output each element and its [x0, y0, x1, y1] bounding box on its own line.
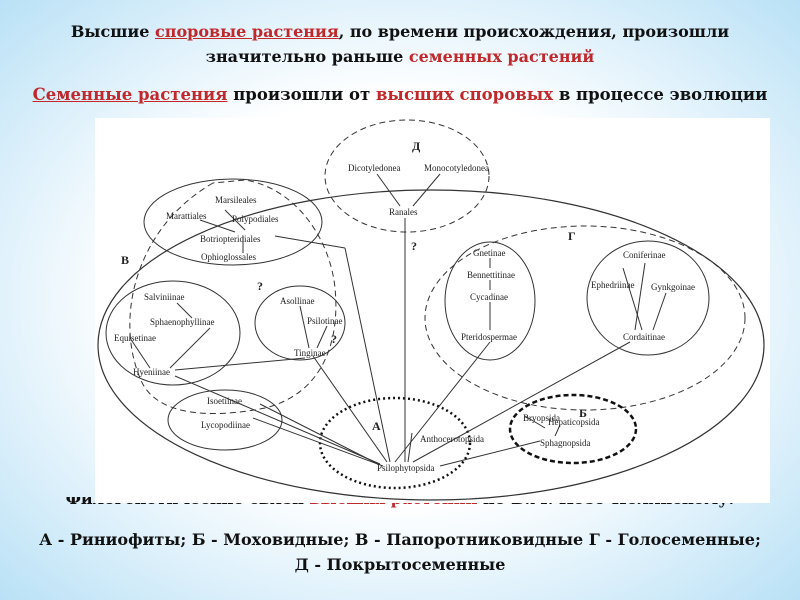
heading-text: произошли от [227, 85, 376, 104]
question-mark-1: ? [411, 239, 417, 253]
heading-text: в процессе эволюции [553, 85, 768, 104]
taxon-tinginae: Tinginae [294, 348, 326, 358]
taxon-salviniinae: Salviniinae [144, 292, 185, 302]
heading-text: , по времени происхождения, произошли [338, 22, 730, 41]
heading-highlight-spore-plants: споровые растения [155, 22, 339, 41]
ferns-ellipse [143, 178, 323, 266]
group-label-v: В [121, 253, 129, 267]
question-mark-3: ? [331, 332, 337, 346]
taxon-marattiales: Marattiales [166, 211, 207, 221]
taxon-cycadinae: Cycadinae [470, 292, 508, 302]
legend-line-2: Д - Покрытосеменные [294, 555, 506, 574]
taxon-sphaenophyllinae: Sphaenophyllinae [150, 317, 215, 327]
question-mark-2: ? [257, 279, 263, 293]
asollinae-ellipse [254, 285, 346, 361]
group-g-ellipse [424, 225, 746, 411]
horsetails-ellipse [105, 280, 241, 386]
heading-highlight-higher-spore: высших споровых [375, 85, 554, 104]
group-label-d: Д [412, 139, 421, 153]
taxon-sphagnopsida: Sphagnopsida [540, 438, 591, 448]
heading-line-3: Семенные растения произошли от высших сп… [0, 85, 800, 105]
gnetales-ellipse [444, 241, 536, 361]
taxon-ephedriinae: Ephedriinae [591, 280, 634, 290]
taxon-lycopodiinae: Lycopodiinae [201, 420, 250, 430]
taxon-pteridospermae: Pteridospermae [461, 332, 517, 342]
taxon-gynkgoinae: Gynkgoinae [651, 282, 695, 292]
taxon-asollinae: Asollinae [280, 296, 315, 306]
heading-highlight-seed-plants: Семенные растения [32, 85, 228, 104]
conifers-ellipse [586, 240, 710, 356]
legend-line-1: А - Риниофиты; Б - Моховидные; В - Папор… [39, 530, 761, 549]
taxon-monocotyledonea: Monocotyledonea [424, 163, 489, 173]
lycopod-ellipse [167, 389, 283, 451]
taxon-cordaitinae: Cordaitinae [623, 332, 665, 342]
group-label-g: Г [568, 229, 576, 243]
taxon-psilophytopsida: Psilophytopsida [377, 463, 435, 473]
taxon-dicotyledonea: Dicotyledonea [348, 163, 400, 173]
taxon-marsileales: Marsileales [215, 195, 257, 205]
group-b-ellipse [508, 393, 638, 465]
taxon-ranales: Ranales [389, 207, 418, 217]
heading-highlight-seed-plants: семенных растений [408, 47, 595, 66]
taxon-anthocerotopsida: Anthocerotopsida [420, 434, 484, 444]
taxon-ophioglossales: Ophioglossales [201, 252, 256, 262]
phylogeny-diagram: Д В Г А Б ? ? ? Dicotyledonea Monocotyle… [95, 118, 770, 503]
group-v-outline [129, 179, 337, 415]
group-d-ellipse [324, 119, 490, 233]
connection-lines [129, 173, 667, 467]
taxon-gnetinae: Gnetinae [473, 248, 505, 258]
heading-text: значительно раньше [205, 47, 409, 66]
group-label-a: А [372, 419, 381, 433]
group-label-b: Б [579, 406, 587, 420]
heading-text: Высшие [70, 22, 156, 41]
taxon-bryopsida: Bryopsida [523, 413, 560, 423]
taxon-coniferinae: Coniferinae [623, 250, 665, 260]
taxon-polypodiales: Polypodiales [232, 214, 279, 224]
taxon-hyeniinae: Hyeniinae [133, 367, 170, 377]
taxon-equisetinae: Equisetinae [114, 333, 156, 343]
taxon-isoetiinae: Isoetiinae [207, 396, 242, 406]
phylogeny-svg: Д В Г А Б ? ? ? Dicotyledonea Monocotyle… [97, 119, 765, 501]
taxon-psilotinae: Psilotinae [307, 316, 343, 326]
taxon-hepaticopsida: Hepaticopsida [548, 417, 599, 427]
outer-ellipse [97, 189, 765, 501]
heading-line-1: Высшие споровые растения, по времени про… [0, 22, 800, 42]
taxon-bennettitinae: Bennettitinae [467, 270, 515, 280]
heading-line-2: значительно раньше семенных растений [0, 47, 800, 67]
taxon-botriopteridiales: Botriopteridiales [200, 234, 261, 244]
